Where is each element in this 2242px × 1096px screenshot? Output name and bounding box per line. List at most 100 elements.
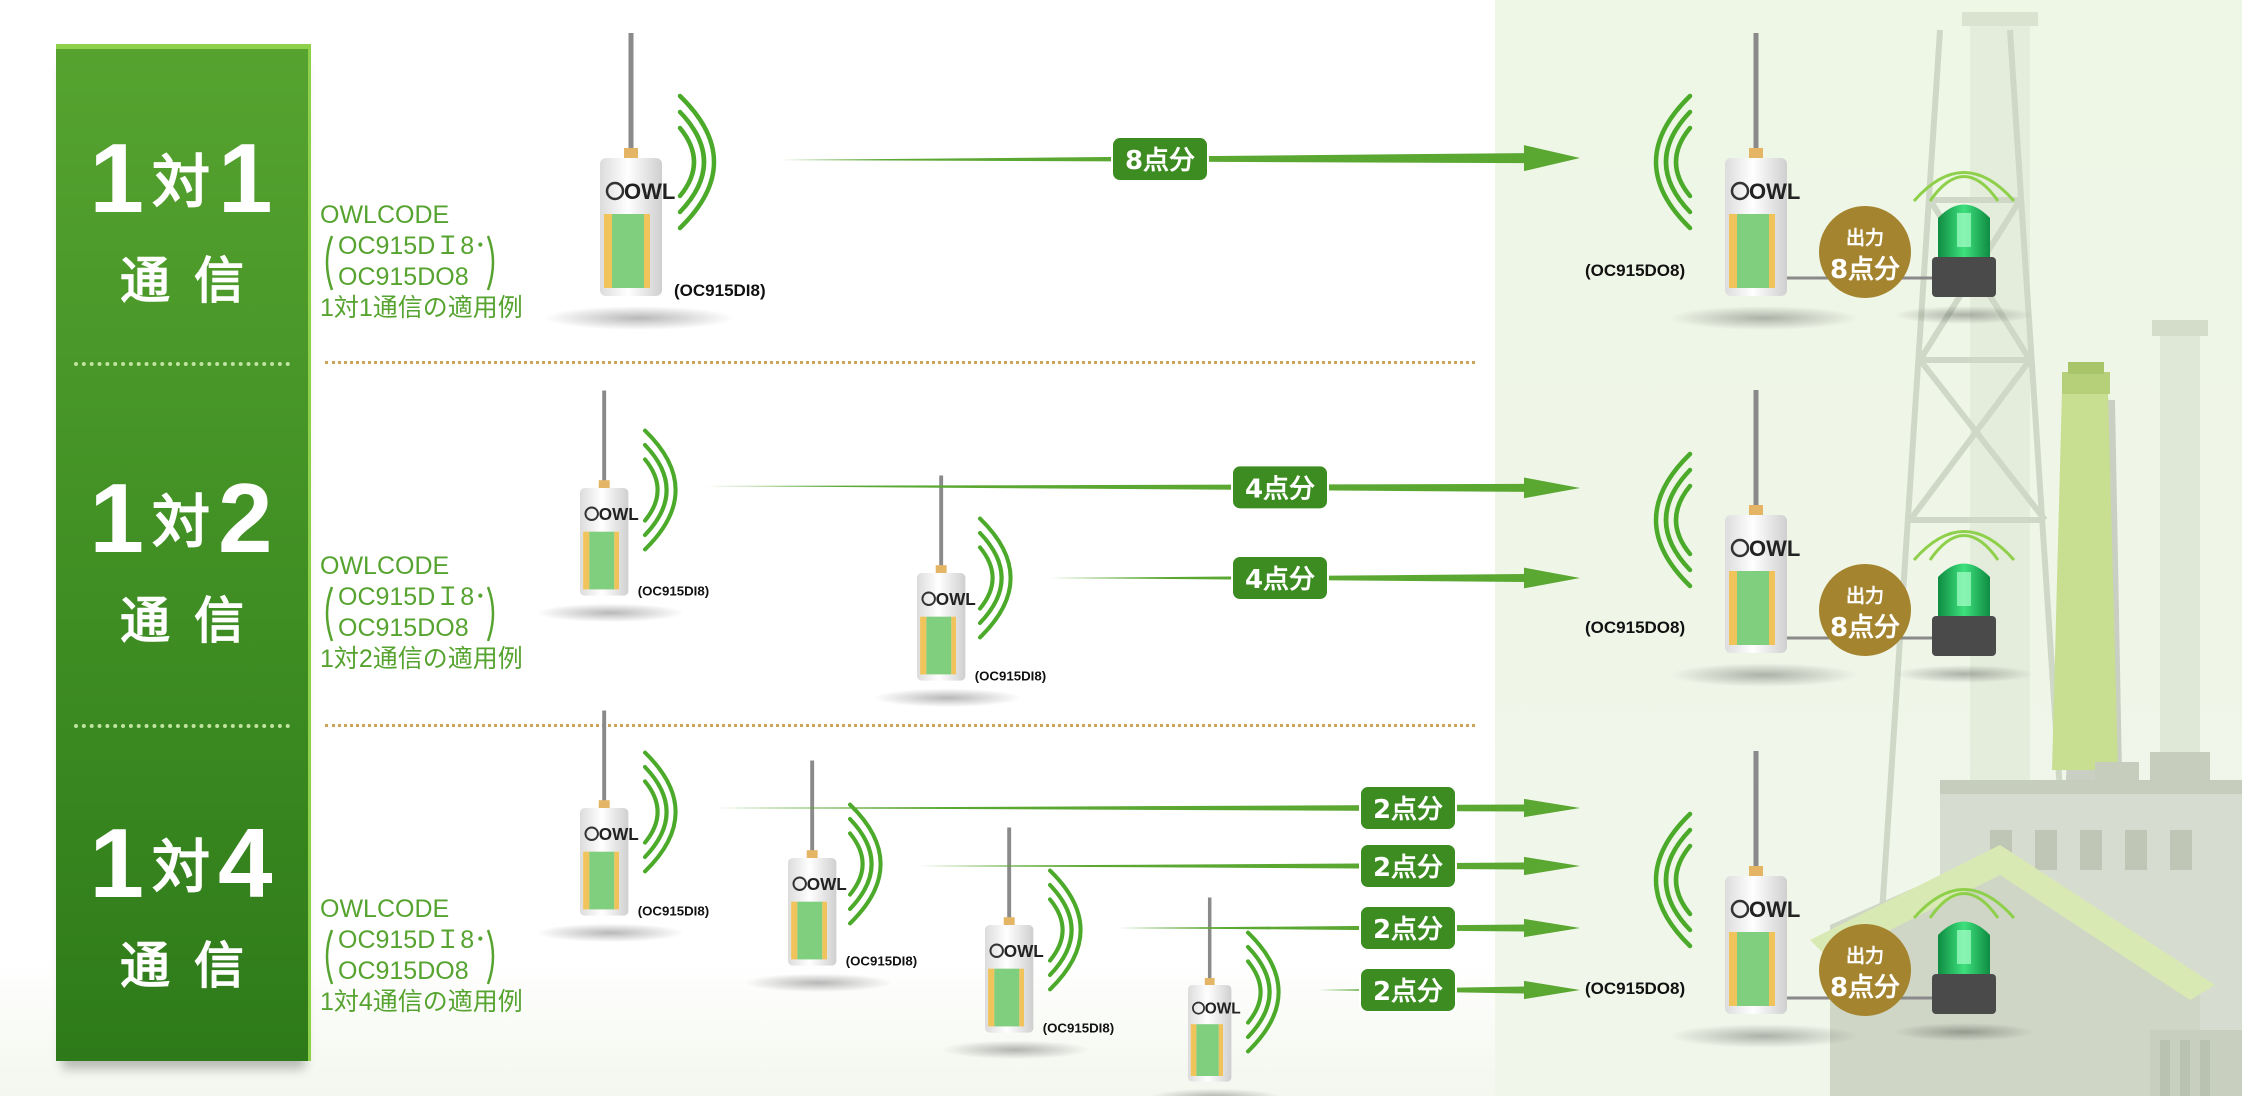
antenna-icon [939,475,944,573]
beacon-wave [1912,171,2016,202]
flow-arrow: 8点分 [780,136,1580,183]
device-shadow [544,306,734,330]
beacon-wave [1928,175,2000,202]
antenna-icon [1207,897,1212,985]
device-stripe [1218,1024,1223,1076]
beacon-light [1894,530,2034,683]
device-stripe [988,968,995,1027]
flow-arrow: 2点分 [918,843,1580,889]
antenna-icon [1753,390,1759,515]
wave-icon [1653,811,1693,949]
arrow-label: 2点分 [1373,914,1443,945]
output-line2: 8点分 [1830,612,1900,643]
owl-logo-icon [989,943,1004,958]
antenna-icon [602,710,607,808]
arrow-label: 8点分 [1125,145,1195,176]
device-stripe [791,901,798,960]
wave-icon [977,516,1013,640]
output-line2: 8点分 [1830,972,1900,1003]
device-stripe [1769,571,1775,645]
device-model-label: (OC915DI8) [638,584,709,599]
antenna-base [1749,505,1763,517]
row1-title-b: 1 [218,123,275,233]
row3-desc-brand: OWLCODE [320,895,450,923]
device-stripe [1729,214,1737,288]
wave-icon [1653,451,1693,589]
owl-logo-icon [584,506,599,521]
row1-title-mid: 対 [151,150,212,215]
device-stripe [614,531,619,590]
output-line2: 8点分 [1830,254,1900,285]
beacon-glare [1957,572,1971,606]
device-panel [994,968,1020,1027]
beacon-shadow [1894,665,2034,683]
output-badge [1819,924,1911,1016]
owl-logo-icon [792,876,807,891]
device-panel [926,616,952,675]
antenna-icon [1753,751,1759,876]
device-brand: OWL [1749,536,1800,561]
owl-logo-icon [605,181,625,201]
beacon-shadow [1894,306,2034,324]
output-badge [1819,206,1911,298]
transmitter-device: OWL(OC915DI8) [544,33,766,330]
device-model-label: (OC915DO8) [1585,979,1685,998]
arrow-label-pill [1231,464,1329,511]
arrow-label: 2点分 [1373,976,1443,1007]
device-panel [1737,571,1769,645]
device-stripe [951,616,956,675]
device-shadow [1669,663,1859,687]
flow-arrow: 4点分 [705,464,1580,511]
flow-arrow: 2点分 [715,785,1580,831]
device-brand: OWL [1205,1001,1241,1018]
device-stripe [614,851,619,910]
row2-desc-caption: 1対2通信の適用例 [320,645,523,673]
transmitter-device: OWL(OC915DI8) [873,475,1046,708]
beacon-glare [1957,930,1971,964]
output-badge [1819,564,1911,656]
row-separator-1 [325,361,1475,364]
row2-subtitle: 通信 [120,593,268,649]
beacon-base [1932,257,1996,297]
device-panel [1196,1024,1219,1076]
arrow-head [1524,918,1580,938]
row3-subtitle: 通信 [120,938,268,994]
arrow-label-pill [1111,136,1209,183]
device-shadow [1669,306,1859,330]
owl-logo-icon [921,591,936,606]
transmitter-device: OWL(OC915DI8) [744,760,917,993]
owl-logo-icon [1192,1001,1205,1015]
arrow-head [1523,145,1580,172]
transmitter-device: OWL [1149,897,1282,1096]
device-stripe [1769,932,1775,1006]
device-panel [1737,932,1769,1006]
row3-desc-model1: OC915DＩ8･ [338,926,487,954]
flow-arrow: 4点分 [1050,555,1580,601]
antenna-base [1749,148,1763,160]
row2-title-a: 1 [89,463,146,573]
beacon-shadow [1894,1023,2034,1041]
arrow-head [1524,980,1580,1000]
beacon-wave [1912,530,2016,561]
sidebar-separator-1 [74,362,290,366]
transmitter-device: OWL (OC915DI8) [536,390,709,623]
row1-description: OWLCODE OC915DＩ8･ OC915DO8 1対1通信の適用例 [320,200,523,324]
device-shadow [536,603,685,623]
device-stripe [920,616,927,675]
arrow-label: 2点分 [1373,794,1443,825]
arrow-head [1524,567,1580,589]
row3-title-a: 1 [89,808,146,918]
row1-title-a: 1 [89,123,146,233]
antenna-icon [1753,33,1759,158]
device-stripe [822,901,827,960]
device-brand: OWL [599,504,639,524]
receiver-device: OWL(OC915DO8) [1585,751,1859,1048]
wave-icon [1047,868,1083,992]
antenna-icon [1007,827,1012,925]
device-shadow [873,688,1022,708]
